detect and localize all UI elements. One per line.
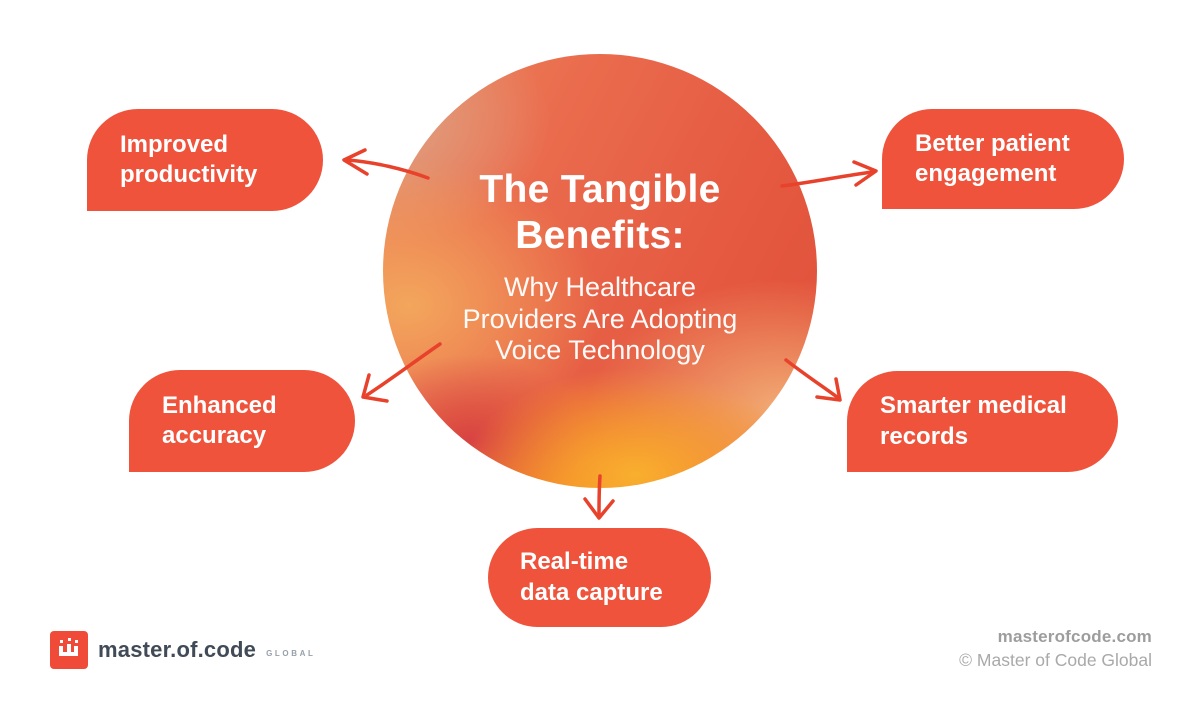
benefit-label-line: Better patient xyxy=(915,129,1070,157)
benefit-label-line: productivity xyxy=(120,161,258,188)
logo-mark xyxy=(50,631,88,669)
website-url: masterofcode.com xyxy=(997,627,1152,646)
brand-logo: master.of.code GLOBAL xyxy=(50,631,315,669)
copyright-text: © Master of Code Global xyxy=(959,650,1152,670)
subtitle-line: Why Healthcare xyxy=(503,271,697,302)
benefit-bubble-enhanced-accuracy: Enhanced accuracy xyxy=(129,370,355,472)
title-line: Benefits: xyxy=(515,213,685,257)
infographic-subtitle: Why Healthcare Providers Are Adopting Vo… xyxy=(463,272,738,368)
arrow-to-better-patient-engagement xyxy=(778,158,882,194)
benefit-label-line: records xyxy=(880,422,969,450)
arrow-to-improved-productivity xyxy=(334,146,430,186)
benefit-label-line: accuracy xyxy=(162,422,267,449)
benefit-label-line: engagement xyxy=(915,160,1057,187)
center-circle: The Tangible Benefits: Why Healthcare Pr… xyxy=(383,54,817,488)
benefit-bubble-better-patient-engagement: Better patient engagement xyxy=(882,109,1124,209)
subtitle-line: Providers Are Adopting xyxy=(462,303,738,334)
benefit-label-line: data capture xyxy=(520,578,663,606)
benefit-label-line: Improved xyxy=(120,130,229,158)
subtitle-line: Voice Technology xyxy=(495,335,705,366)
title-line: The Tangible xyxy=(479,167,721,211)
benefit-label-line: Real-time xyxy=(520,548,629,576)
arrow-to-enhanced-accuracy xyxy=(352,338,444,406)
credits: masterofcode.com © Master of Code Global xyxy=(959,627,1152,671)
benefit-bubble-improved-productivity: Improved productivity xyxy=(87,109,323,211)
benefit-bubble-smarter-medical-records: Smarter medical records xyxy=(847,371,1118,472)
pixel-crown-icon xyxy=(57,637,81,663)
brand-name: master.of.code xyxy=(98,637,257,662)
infographic-title: The Tangible Benefits: xyxy=(463,167,738,259)
benefit-label-line: Smarter medical xyxy=(880,392,1067,420)
arrow-to-real-time-data-capture xyxy=(578,472,622,526)
benefit-bubble-real-time-data-capture: Real-time data capture xyxy=(488,528,711,627)
benefit-label-line: Enhanced xyxy=(162,391,277,419)
center-circle-content: The Tangible Benefits: Why Healthcare Pr… xyxy=(463,167,738,368)
arrow-to-smarter-medical-records xyxy=(780,352,850,408)
brand-suffix: GLOBAL xyxy=(266,648,316,658)
